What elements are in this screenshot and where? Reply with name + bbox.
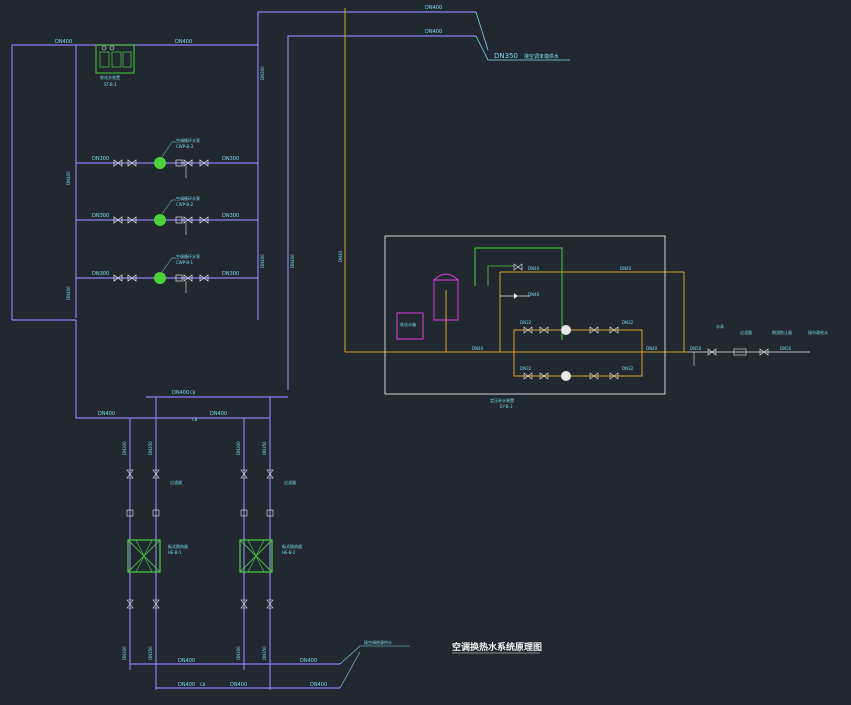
label-dn400-bottom-top: DN400	[172, 390, 189, 396]
unit-frame	[384, 235, 666, 395]
meter-label: 水表	[716, 323, 724, 329]
pump-tag-3: CWP-B-1	[176, 260, 194, 265]
unit-label: 定压补水装置	[490, 397, 514, 403]
label-dn350-b6: DN350	[148, 646, 153, 660]
label-dn300-row3-r: DN300	[222, 271, 239, 277]
diagram-title: 空调换热水系统原理图	[452, 641, 542, 653]
label-dn300-b5: DN300	[122, 646, 127, 660]
unit-tag: EY-B-1	[500, 404, 513, 409]
label-dn400-top-a: DN400	[425, 5, 442, 11]
filter-label-hex2: 过滤器	[284, 479, 296, 485]
label-dn350-b4: DN350	[262, 441, 267, 455]
supply-line: DN50 DN50 水表 过滤器 倒流防止器 接市政给水	[686, 323, 828, 366]
label-dn300-vert-c: DN300	[260, 66, 265, 80]
device-top-label: 软化水装置	[100, 74, 120, 80]
pump-label-3: 空调循环水泵	[176, 253, 200, 259]
label-dn400-top-b: DN400	[425, 29, 442, 35]
label-dn400-return-d: DN400	[230, 682, 247, 688]
dn350-leader: DN350 接空调末端供水	[475, 11, 570, 61]
hex-tag-2: HE-B-2	[282, 550, 296, 555]
filter-label-hex1: 过滤器	[170, 479, 182, 485]
tank	[433, 279, 459, 321]
label-dn400-return-b: DN400	[300, 658, 317, 664]
label-dn40-unit-d: DN40	[472, 346, 484, 351]
bottom-leader: 接空调热源供水	[339, 639, 410, 689]
label-dn400-vert-e: DN400	[290, 254, 295, 268]
label-dn400-return-e: DN400	[310, 682, 327, 688]
label-dn300-row2-r: DN300	[222, 213, 239, 219]
label-dn40-unit-e: DN40	[646, 346, 658, 351]
pipe-labels: DN400 DN400 DN400 DN400 DN300 DN300 DN30…	[55, 5, 442, 688]
valve-label: 倒流防止器	[772, 329, 792, 335]
label-dn350-b8: DN350	[262, 646, 267, 660]
label-dn400-vert-b: DN400	[66, 286, 71, 300]
label-dn40-unit-b: DN40	[528, 292, 540, 297]
label-dn32-a: DN32	[520, 320, 532, 325]
hex-tag-1: HE-B-1	[168, 550, 182, 555]
label-dn400-top-mid: DN400	[175, 39, 192, 45]
pump-tag-1: CWP-B-3	[176, 144, 194, 149]
top-device: 软化水装置 ST-B-1	[95, 44, 135, 87]
to-terminal-text: 接空调末端供水	[524, 53, 559, 60]
label-dn400-vert-a: DN400	[66, 171, 71, 185]
hex-unit-2: 板式换热器 HE-B-2 过滤器	[239, 479, 302, 573]
label-dn400-vert-d: DN400	[260, 254, 265, 268]
label-dn32-b: DN32	[520, 366, 532, 371]
dn350-text: DN350	[494, 52, 518, 60]
label-dn300-b3: DN300	[236, 441, 241, 455]
hex-label-2: 板式换热器	[282, 543, 302, 549]
label-dn50-supply-b: DN50	[780, 346, 792, 351]
label-dn300-b7: DN300	[236, 646, 241, 660]
control-box	[396, 312, 424, 340]
tank-label: 软化水箱	[400, 321, 416, 327]
hex-label-1: 板式换热器	[168, 543, 188, 549]
label-dn400-return-c: DN400	[178, 682, 195, 688]
device-top-tag: ST-B-1	[104, 82, 117, 87]
pump-label-2: 空调循环水泵	[176, 195, 200, 201]
bottom-label: 接空调热源供水	[364, 639, 392, 645]
label-dn32-d: DN32	[622, 366, 634, 371]
label-dn300-b1: DN300	[122, 441, 127, 455]
supply-label: 接市政给水	[808, 329, 828, 335]
pump-row-1: 空调循环水泵 CWP-B-3	[113, 137, 209, 178]
filter-label: 过滤器	[740, 329, 752, 335]
label-dn400-bottom-l: DN400	[98, 411, 115, 417]
bottom-vertical-labels: DN300 DN350 DN300 DN350 DN300 DN350 DN30…	[122, 441, 267, 660]
label-dn400-top-left: DN400	[55, 39, 72, 45]
pump-tag-2: CWP-B-2	[176, 202, 194, 207]
label-dn32-c: DN32	[622, 320, 634, 325]
pump-row-2: 空调循环水泵 CWP-B-2	[113, 195, 209, 235]
label-dn40-unit-c: DN40	[620, 266, 632, 271]
label-dn400-bottom-r: DN400	[210, 411, 227, 417]
label-dn300-row2-l: DN300	[92, 213, 109, 219]
label-dn300-row1-l: DN300	[92, 156, 109, 162]
label-dn40-unit-a: DN40	[528, 266, 540, 271]
main-piping	[11, 11, 476, 690]
softener-unit: 软化水箱 DN40 DN40 DN40 DN40 DN40 DN32 DN32 …	[384, 235, 666, 409]
label-c8-c: C8	[200, 682, 206, 687]
hex-unit-1: 板式换热器 HE-B-1 过滤器	[127, 479, 188, 573]
label-dn300-row3-l: DN300	[92, 271, 109, 277]
label-dn400-return-a: DN400	[178, 658, 195, 664]
orange-piping	[344, 8, 686, 377]
label-dn300-row1-r: DN300	[222, 156, 239, 162]
label-dn80-vert: DN40	[338, 250, 343, 262]
label-dn50-supply: DN50	[690, 346, 702, 351]
pump-label-1: 空调循环水泵	[176, 137, 200, 143]
label-dn350-b2: DN350	[148, 441, 153, 455]
bottom-valves	[126, 469, 274, 609]
label-c8-b: C8	[192, 417, 198, 422]
pump-row-3: 空调循环水泵 CWP-B-1	[113, 253, 209, 293]
label-c8-a: C8	[190, 390, 196, 395]
